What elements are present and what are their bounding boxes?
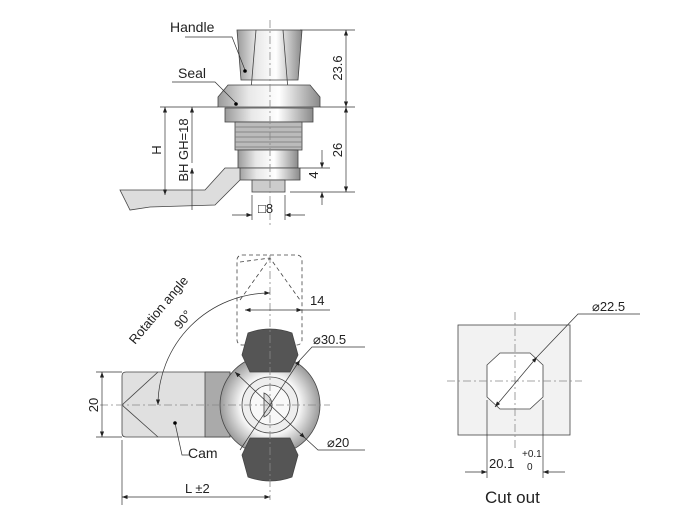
tolerance-upper: +0.1	[522, 449, 542, 460]
thread	[234, 121, 303, 151]
front-view	[100, 254, 330, 500]
dim-dia-20: ⌀20	[327, 435, 349, 450]
dim-h: H	[149, 145, 164, 154]
dim-length: L ±2	[185, 481, 210, 496]
cutout-dims	[465, 313, 640, 478]
dim-bh-gh: BH GH=18	[176, 118, 191, 181]
square-shaft	[251, 179, 286, 193]
dim-square-8: □8	[258, 201, 273, 216]
handle	[236, 29, 303, 81]
seal-label: Seal	[178, 65, 206, 81]
dim-20: 20	[86, 398, 101, 412]
body	[237, 149, 299, 169]
handle-label: Handle	[170, 19, 215, 35]
cutout-title: Cut out	[485, 488, 540, 507]
dim-4: 4	[306, 171, 321, 178]
cam-label: Cam	[188, 445, 218, 461]
side-dims	[160, 29, 355, 220]
tolerance-lower: 0	[527, 462, 533, 473]
dim-26: 26	[330, 143, 345, 157]
dim-dia-30-5: ⌀30.5	[313, 332, 346, 347]
hex-nut	[224, 107, 314, 123]
dim-14: 14	[310, 293, 324, 308]
angle-label: 90°	[171, 307, 195, 332]
dim-dia-22-5: ⌀22.5	[592, 299, 625, 314]
cam-side	[119, 167, 241, 211]
dim-20-1: 20.1	[489, 456, 514, 471]
cutout-view	[447, 312, 582, 448]
side-view	[119, 20, 321, 225]
front-dims	[96, 290, 365, 505]
lower-hex	[237, 167, 301, 181]
dim-23-6: 23.6	[330, 55, 345, 80]
collar	[217, 84, 321, 108]
